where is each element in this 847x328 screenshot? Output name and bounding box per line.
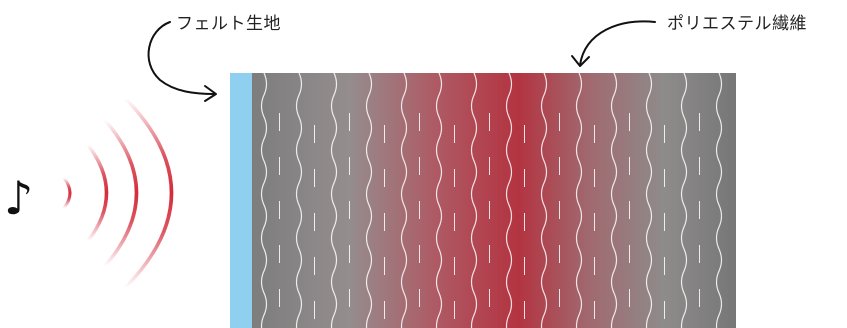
- fiber-wave-line: [400, 72, 408, 328]
- fiber-wave-line: [470, 72, 478, 328]
- felt-arrow: [147, 21, 217, 102]
- fiber-wave-line: [435, 72, 443, 328]
- sound-wave-arc-2: [86, 143, 109, 243]
- fiber-wave-line: [680, 72, 688, 328]
- fiber-wave-line: [610, 72, 618, 328]
- sound-wave-arc-3: [103, 118, 139, 268]
- fiber-lines: [260, 72, 723, 328]
- fiber-wave-line: [295, 72, 303, 328]
- fiber-wave-line: [575, 72, 583, 328]
- polyester-arrow: [571, 20, 656, 67]
- polyester-label: ポリエステル繊維: [667, 14, 807, 34]
- fiber-wave-line: [260, 72, 268, 328]
- felt-layer: [230, 73, 252, 328]
- polyester-panel: [252, 73, 736, 328]
- fiber-wave-line: [505, 72, 513, 328]
- sound-waves: [62, 96, 174, 290]
- felt-label: フェルト生地: [176, 14, 281, 34]
- fiber-wave-line: [365, 72, 373, 328]
- sound-wave-arc-1: [62, 176, 72, 210]
- sound-wave-arc-4: [123, 96, 174, 290]
- fiber-wave-line: [540, 72, 548, 328]
- fiber-wave-line: [715, 72, 723, 328]
- fiber-wave-line: [330, 72, 338, 328]
- music-note-icon: ♪: [4, 171, 33, 225]
- fiber-wave-line: [645, 72, 653, 328]
